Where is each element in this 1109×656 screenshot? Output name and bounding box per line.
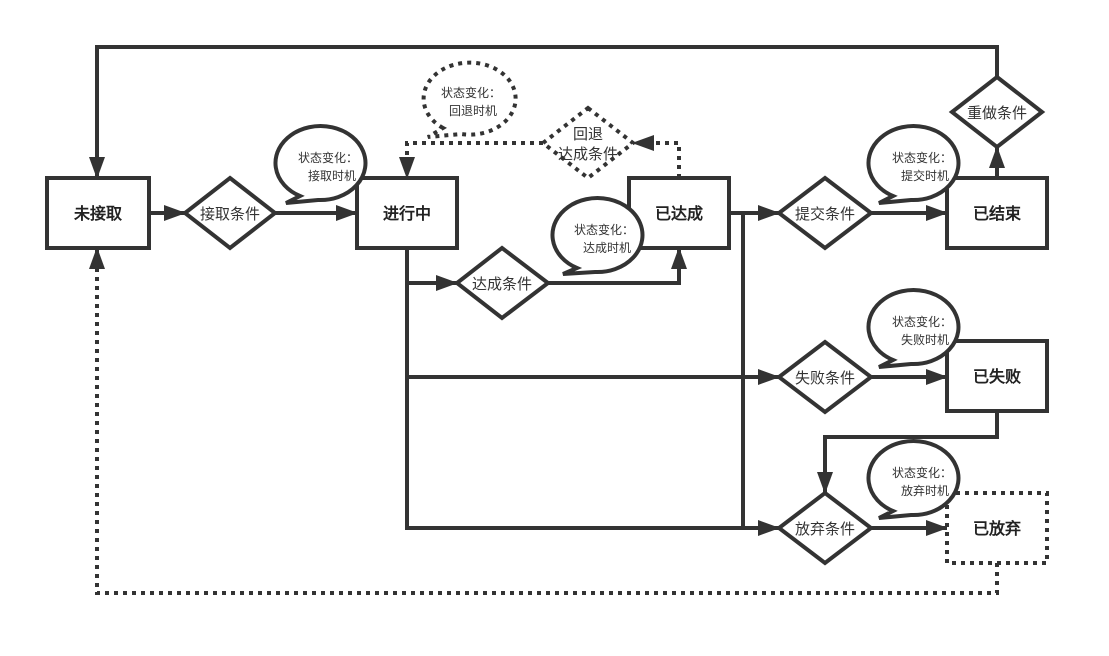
- condition-abandon[interactable]: 放弃条件: [775, 490, 875, 566]
- state-label: 未接取: [73, 204, 122, 223]
- edge-in-progress-trunk: [405, 248, 743, 530]
- state-label: 进行中: [383, 204, 431, 223]
- bubble-line-2: 回退时机: [449, 104, 497, 118]
- state-label: 已失败: [973, 367, 1021, 386]
- bubble-line-1: 状态变化：: [441, 85, 501, 100]
- condition-label-line-2: 达成条件: [558, 145, 618, 163]
- edge-achieved-to-rollback-cond: [632, 135, 681, 178]
- bubble-line-1: 状态变化：: [892, 150, 952, 165]
- state-finished[interactable]: 已结束: [945, 176, 1049, 250]
- bubble-line-2: 提交时机: [901, 168, 949, 183]
- bubble-line-2: 失败时机: [901, 332, 949, 347]
- condition-label: 重做条件: [967, 104, 1027, 122]
- state-in-progress[interactable]: 进行中: [355, 176, 459, 250]
- bubble-line-1: 状态变化：: [892, 314, 952, 329]
- condition-label: 达成条件: [472, 275, 532, 293]
- bubble-accept-timing: 状态变化： 接取时机: [273, 124, 368, 205]
- condition-submit[interactable]: 提交条件: [775, 175, 875, 251]
- bubble-line-1: 状态变化：: [574, 222, 634, 237]
- state-achieved[interactable]: 已达成: [627, 176, 731, 250]
- condition-accept[interactable]: 接取条件: [181, 175, 279, 251]
- edge-achieve-cond-to-achieved: [548, 247, 687, 285]
- bubble-line-2: 放弃时机: [901, 483, 949, 498]
- bubble-line-2: 达成时机: [583, 241, 631, 255]
- bubble-abandon-timing: 状态变化： 放弃时机: [866, 439, 961, 520]
- condition-rollback[interactable]: 回退 达成条件: [539, 105, 637, 181]
- condition-achieve[interactable]: 达成条件: [453, 245, 552, 321]
- state-label: 已放弃: [973, 519, 1021, 538]
- edge-rollback-cond-to-in-progress: [399, 141, 543, 179]
- condition-label: 接取条件: [200, 205, 260, 223]
- edge-redo-to-unaccepted: [89, 45, 999, 179]
- bubble-submit-timing: 状态变化： 提交时机: [866, 124, 961, 205]
- edge-abandoned-to-unaccepted: [89, 247, 999, 595]
- condition-label: 放弃条件: [795, 520, 855, 538]
- bubble-line-1: 状态变化：: [298, 150, 358, 165]
- edge-failed-to-abandon-cond: [817, 411, 999, 494]
- condition-label: 提交条件: [795, 205, 855, 223]
- condition-label-line-1: 回退: [573, 125, 603, 143]
- state-abandoned[interactable]: 已放弃: [945, 491, 1049, 565]
- state-failed[interactable]: 已失败: [945, 339, 1049, 413]
- condition-label: 失败条件: [795, 369, 855, 387]
- state-label: 已达成: [655, 204, 703, 223]
- bubble-achieve-timing: 状态变化： 达成时机: [550, 196, 645, 276]
- condition-fail[interactable]: 失败条件: [775, 339, 875, 415]
- bubble-line-1: 状态变化：: [892, 465, 952, 480]
- state-label: 已结束: [973, 204, 1022, 223]
- bubble-fail-timing: 状态变化： 失败时机: [866, 288, 961, 369]
- condition-redo[interactable]: 重做条件: [948, 74, 1046, 150]
- state-unaccepted[interactable]: 未接取: [45, 176, 151, 250]
- bubble-line-2: 接取时机: [308, 168, 356, 183]
- bubble-rollback-timing: 状态变化： 回退时机: [421, 60, 518, 139]
